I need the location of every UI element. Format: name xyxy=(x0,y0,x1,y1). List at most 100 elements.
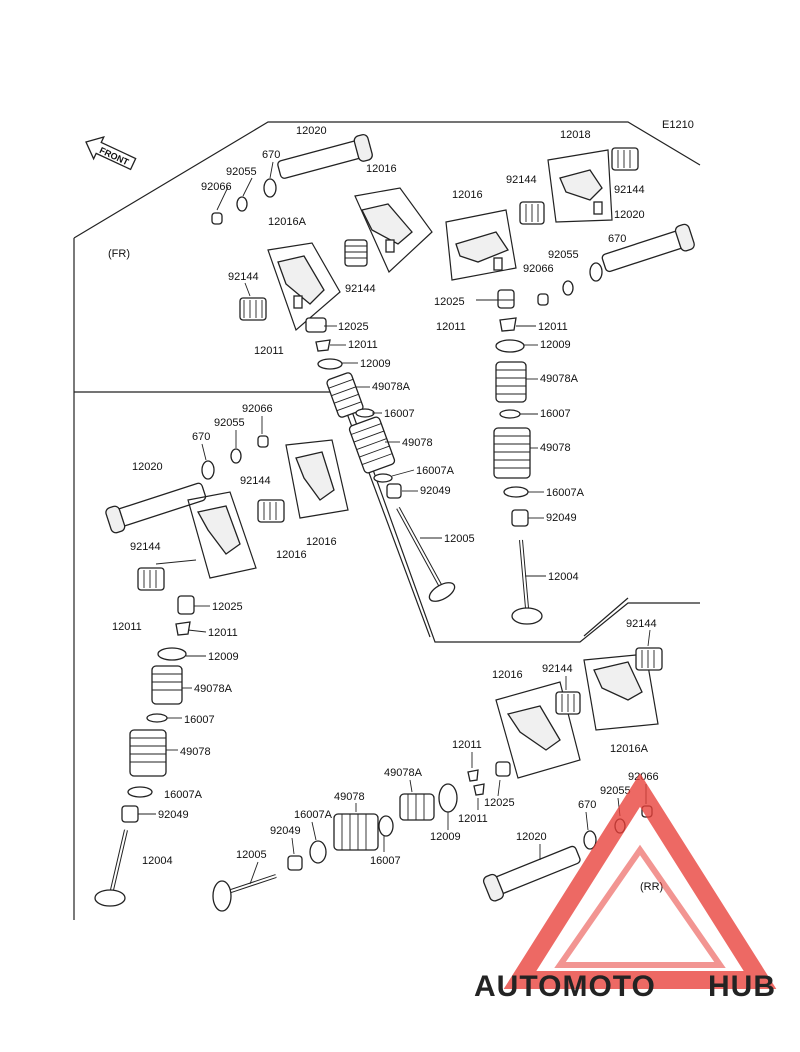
rocker-pin-d xyxy=(493,257,503,271)
rocker-box-12018 xyxy=(547,149,613,223)
label-ml-12016: 12016 xyxy=(306,536,337,548)
collar-92066-b xyxy=(537,293,549,306)
seat-16007-d xyxy=(378,815,394,837)
rocker-shaft-12020-c xyxy=(105,482,207,534)
rocker-box-12016-c xyxy=(285,439,349,519)
label-tl-670: 670 xyxy=(608,233,626,245)
label-br-12016: 12016 xyxy=(492,669,523,681)
label-ml-16007: 16007 xyxy=(184,714,215,726)
seal-92049-d xyxy=(287,855,303,871)
spring-92144-d xyxy=(519,201,545,225)
rocker-arm-12016-c xyxy=(295,451,335,501)
rocker-box-12016-a xyxy=(354,187,433,274)
spring-49078A-b xyxy=(495,361,527,403)
label-tl-12009: 12009 xyxy=(540,339,571,351)
spring-92144-g xyxy=(635,647,663,671)
label-br-92144a: 92144 xyxy=(626,618,657,630)
retainer-12009-a xyxy=(317,358,343,370)
label-ml-12011a: 12011 xyxy=(112,621,142,633)
rocker-arm-12016A-b xyxy=(593,661,643,701)
label-br-12011b: 12011 xyxy=(458,813,488,825)
label-ml-12011b: 12011 xyxy=(208,627,238,639)
rocker-pin-b xyxy=(293,295,303,309)
label-ml-92066: 92066 xyxy=(242,403,273,415)
label-tr-16007: 16007 xyxy=(384,408,415,420)
seat-16007-a xyxy=(355,408,375,418)
label-tl-16007: 16007 xyxy=(540,408,571,420)
rocker-shaft-12020-d xyxy=(482,845,581,902)
rocker-box-12016-e xyxy=(495,681,581,779)
keeper-12011-b xyxy=(499,317,517,332)
washer-92055-a xyxy=(236,196,248,212)
spring-49078-c xyxy=(129,729,167,777)
collar-92066-a xyxy=(211,212,223,225)
frame-step xyxy=(583,597,629,637)
spring-49078-b xyxy=(493,427,531,479)
label-tr-12009: 12009 xyxy=(360,358,391,370)
rocker-arm-12018 xyxy=(559,169,603,201)
label-ml-670: 670 xyxy=(192,431,210,443)
o-ring-670-d xyxy=(583,830,597,850)
washer-92055-b xyxy=(562,280,574,296)
spring-49078A-c xyxy=(151,665,183,705)
o-ring-670-c xyxy=(201,460,215,480)
rocker-box-12016-b xyxy=(445,209,517,281)
group-top-center: 12020 670 92055 92066 12016 12016A 92144… xyxy=(201,125,475,602)
label-tr-12005: 12005 xyxy=(444,533,475,545)
group-mid-left: 92066 92055 670 12020 92144 12016 12016 … xyxy=(94,403,349,907)
watermark-text-part2: HUB xyxy=(708,970,776,1003)
label-br-92144b: 92144 xyxy=(542,663,573,675)
label-tl-12018: 12018 xyxy=(560,129,591,141)
keeper-12011-d xyxy=(467,769,479,782)
label-tl-92066: 92066 xyxy=(523,263,554,275)
retainer-12009-c xyxy=(157,647,187,661)
label-tr-92055: 92055 xyxy=(226,166,257,178)
valve-12004-b xyxy=(94,829,128,907)
keeper-12011-c xyxy=(175,621,191,636)
label-tr-92144a: 92144 xyxy=(228,271,259,283)
label-tl-12004: 12004 xyxy=(548,571,579,583)
label-br-16007: 16007 xyxy=(370,855,401,867)
spring-92144-a xyxy=(239,297,267,321)
seat-16007-c xyxy=(146,713,168,723)
triangle-logo-icon xyxy=(503,773,777,989)
o-ring-670-a xyxy=(263,178,277,198)
label-ml-92144a: 92144 xyxy=(240,475,271,487)
spring-92144-f xyxy=(137,567,165,591)
label-tl-92055: 92055 xyxy=(548,249,579,261)
label-tl-12011b: 12011 xyxy=(538,321,568,333)
label-tr-12020: 12020 xyxy=(296,125,327,137)
valve-12005-a xyxy=(396,507,456,602)
valve-12004-a xyxy=(511,539,543,625)
label-tl-12011a: 12011 xyxy=(436,321,466,333)
label-tl-49078A: 49078A xyxy=(540,373,579,385)
rocker-arm-12016A-a xyxy=(277,255,325,305)
label-ml-12009: 12009 xyxy=(208,651,239,663)
spring-92144-h xyxy=(555,691,581,715)
label-br-92066: 92066 xyxy=(628,771,659,783)
spring-49078-d xyxy=(333,813,379,851)
rocker-shaft-12020-a xyxy=(277,134,373,179)
label-tl-16007A: 16007A xyxy=(546,487,585,499)
label-tl-92049: 92049 xyxy=(546,512,577,524)
label-ml-12016b: 12016 xyxy=(276,549,307,561)
cylinder-front-label: (FR) xyxy=(108,248,130,260)
label-br-92049: 92049 xyxy=(270,825,301,837)
adjuster-12025-c xyxy=(177,595,195,615)
diagram-code: E1210 xyxy=(662,119,694,131)
rocker-box-12016A-b xyxy=(583,653,659,731)
label-tr-12016: 12016 xyxy=(366,163,397,175)
valve-12005-b xyxy=(212,874,277,912)
frame-lower xyxy=(74,391,700,643)
label-br-12016A: 12016A xyxy=(610,743,649,755)
seat-16007A-b xyxy=(503,486,529,498)
label-tl-12020: 12020 xyxy=(614,209,645,221)
frame-upper xyxy=(73,121,701,239)
rocker-arm-12016-e xyxy=(506,705,561,751)
rocker-arm-12016-a xyxy=(361,203,413,245)
spring-92144-b xyxy=(344,239,368,267)
rocker-shaft-12020-b xyxy=(601,223,695,273)
o-ring-670-b xyxy=(589,262,603,282)
label-br-16007A: 16007A xyxy=(294,809,333,821)
keeper-12011-e xyxy=(473,783,485,796)
